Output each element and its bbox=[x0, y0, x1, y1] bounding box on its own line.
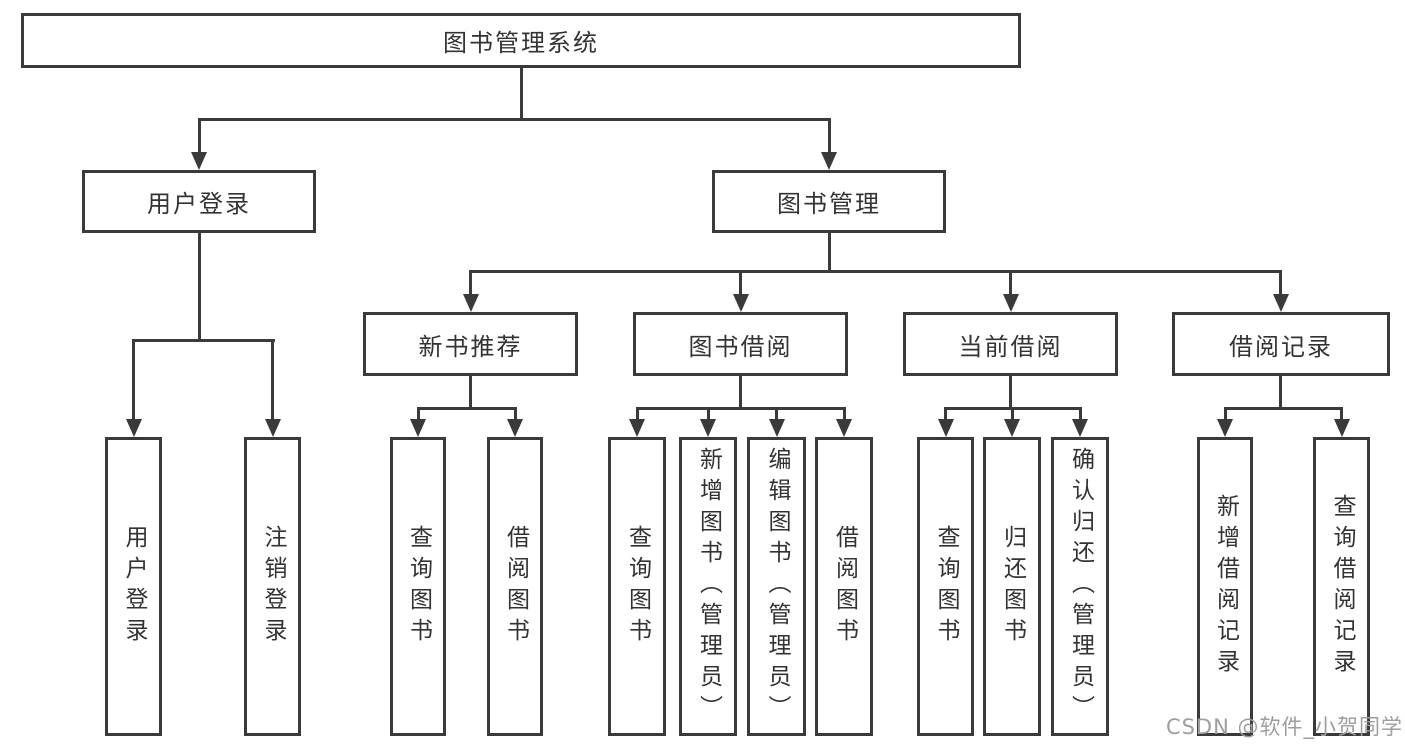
connector-shaft bbox=[514, 407, 517, 421]
arrow-down-icon bbox=[410, 419, 426, 437]
connector-shaft bbox=[707, 407, 710, 421]
connector-split-user-login bbox=[132, 339, 275, 342]
csdn-watermark: CSDN @软件_小贺同学 bbox=[1165, 715, 1403, 739]
leaf-label: 查询图书 bbox=[624, 524, 651, 649]
connector-shaft bbox=[1279, 270, 1282, 296]
node-current-borrowing: 当前借阅 bbox=[903, 312, 1118, 376]
leaf-label: 归还图书 bbox=[999, 524, 1026, 649]
arrow-down-icon bbox=[191, 152, 207, 170]
connector-shaft bbox=[636, 407, 639, 421]
node-library-management-system: 图书管理系统 bbox=[21, 13, 1021, 68]
connector-shaft bbox=[828, 118, 831, 154]
leaf-label: 新增图书（管理员） bbox=[695, 447, 722, 726]
node-leaf-logout: 注销登录 bbox=[244, 437, 301, 736]
connector-shaft bbox=[1079, 407, 1082, 421]
arrow-down-icon bbox=[1072, 419, 1088, 437]
connector-shaft bbox=[1340, 407, 1343, 421]
leaf-label: 注销登录 bbox=[260, 524, 286, 649]
node-leaf-confirm-return-admin: 确认归还（管理员） bbox=[1051, 437, 1109, 736]
arrow-down-icon bbox=[629, 419, 645, 437]
connector-shaft bbox=[1224, 407, 1227, 421]
arrow-down-icon bbox=[836, 419, 852, 437]
node-leaf-query-borrow-record: 查询借阅记录 bbox=[1313, 437, 1370, 736]
connector-shaft bbox=[271, 339, 274, 421]
node-leaf-edit-books-admin: 编辑图书（管理员） bbox=[747, 437, 806, 736]
connector-stem-records bbox=[1279, 376, 1282, 409]
connector-split-records bbox=[1224, 407, 1343, 410]
connector-split-recommend bbox=[417, 407, 517, 410]
node-leaf-borrow-books: 借阅图书 bbox=[815, 437, 873, 736]
connector-split-borrowing bbox=[636, 407, 846, 410]
connector-shaft bbox=[469, 270, 472, 296]
node-borrowing-records: 借阅记录 bbox=[1172, 312, 1390, 376]
arrow-down-icon bbox=[1273, 294, 1289, 312]
arrow-down-icon bbox=[126, 419, 142, 437]
leaf-label: 借阅图书 bbox=[502, 524, 529, 649]
connector-stem-recommend bbox=[469, 376, 472, 409]
connector-shaft bbox=[1009, 270, 1012, 296]
connector-root-stem bbox=[520, 68, 523, 119]
node-leaf-user-login: 用户登录 bbox=[105, 437, 162, 736]
connector-branch-level1 bbox=[198, 118, 831, 121]
arrow-down-icon bbox=[700, 419, 716, 437]
connector-shaft bbox=[775, 407, 778, 421]
node-leaf-query-books-recommend: 查询图书 bbox=[390, 437, 446, 736]
node-user-login: 用户登录 bbox=[82, 170, 316, 233]
connector-branch-level2 bbox=[469, 270, 1282, 273]
connector-shaft bbox=[417, 407, 420, 421]
node-leaf-borrow-books-recommend: 借阅图书 bbox=[487, 437, 543, 736]
node-leaf-query-books-borrowing: 查询图书 bbox=[608, 437, 666, 736]
node-book-borrowing: 图书借阅 bbox=[633, 312, 848, 376]
arrow-down-icon bbox=[821, 152, 837, 170]
connector-shaft bbox=[739, 270, 742, 296]
arrow-down-icon bbox=[733, 294, 749, 312]
leaf-label: 查询图书 bbox=[405, 524, 432, 649]
leaf-label: 新增借阅记录 bbox=[1212, 493, 1239, 680]
node-new-book-recommendation: 新书推荐 bbox=[363, 312, 578, 376]
leaf-label: 借阅图书 bbox=[831, 524, 858, 649]
connector-stem-current bbox=[1009, 376, 1012, 409]
node-leaf-add-books-admin: 新增图书（管理员） bbox=[679, 437, 737, 736]
arrow-down-icon bbox=[1004, 419, 1020, 437]
arrow-down-icon bbox=[463, 294, 479, 312]
arrow-down-icon bbox=[769, 419, 785, 437]
connector-stem-borrowing bbox=[739, 376, 742, 409]
connector-shaft bbox=[843, 407, 846, 421]
node-leaf-add-borrow-record: 新增借阅记录 bbox=[1197, 437, 1253, 736]
arrow-down-icon bbox=[507, 419, 523, 437]
leaf-label: 确认归还（管理员） bbox=[1067, 447, 1094, 726]
arrow-down-icon bbox=[1217, 419, 1233, 437]
leaf-label: 用户登录 bbox=[121, 524, 147, 649]
leaf-label: 查询图书 bbox=[933, 524, 959, 649]
connector-user-login-stem bbox=[198, 233, 201, 341]
connector-shaft bbox=[1011, 407, 1014, 421]
connector-shaft bbox=[132, 339, 135, 421]
arrow-down-icon bbox=[1334, 419, 1350, 437]
node-leaf-query-books-current: 查询图书 bbox=[917, 437, 974, 736]
connector-shaft bbox=[944, 407, 947, 421]
leaf-label: 查询借阅记录 bbox=[1329, 493, 1355, 680]
leaf-label: 编辑图书（管理员） bbox=[764, 447, 790, 726]
connector-shaft bbox=[198, 118, 201, 154]
arrow-down-icon bbox=[1003, 294, 1019, 312]
arrow-down-icon bbox=[938, 419, 954, 437]
arrow-down-icon bbox=[265, 419, 281, 437]
node-book-management: 图书管理 bbox=[712, 170, 946, 233]
node-leaf-return-books: 归还图书 bbox=[983, 437, 1041, 736]
connector-book-mgmt-stem bbox=[828, 233, 831, 273]
